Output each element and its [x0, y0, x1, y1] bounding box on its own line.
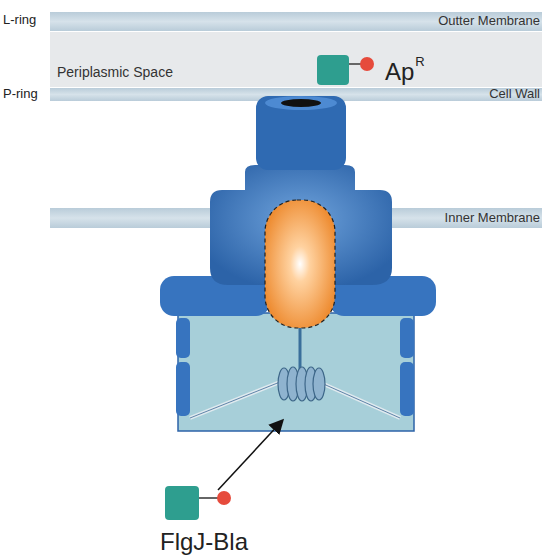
rod-cylinder — [256, 96, 346, 170]
stalk — [299, 328, 302, 370]
export-core — [265, 200, 335, 328]
atpase-coil — [278, 367, 325, 401]
periplasm-band: Periplasmic Space — [50, 32, 542, 87]
flgj-bla-icon — [165, 486, 231, 520]
fusion-protein-label: FlgJ-Bla — [160, 528, 248, 556]
pointer-arrow — [218, 421, 282, 490]
ring-label: L-ring — [3, 12, 36, 27]
band-label: Cell Wall — [489, 86, 540, 101]
superscript: R — [415, 54, 424, 69]
rod-lumen — [281, 99, 321, 107]
rod-top — [265, 96, 337, 110]
resistance-label: Ap — [385, 58, 414, 86]
band-label: Outter Membrane — [438, 13, 540, 28]
c-ring — [176, 313, 414, 431]
band-label: Periplasmic Space — [57, 64, 173, 80]
membrane-band: Outter Membrane — [50, 12, 542, 31]
ring-label: P-ring — [3, 86, 38, 101]
band-label: Inner Membrane — [445, 210, 540, 225]
